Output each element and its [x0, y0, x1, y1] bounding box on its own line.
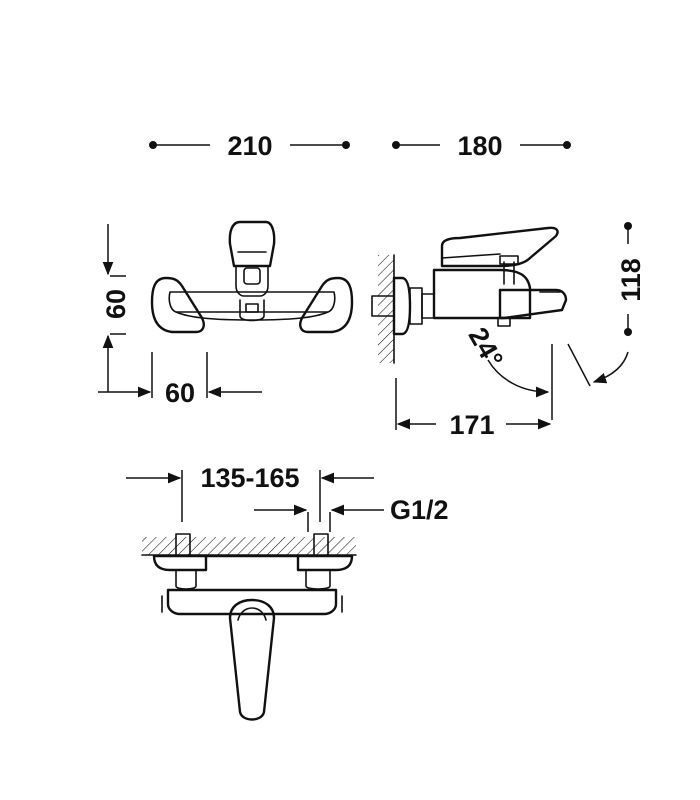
dimension-label-171: 171 [449, 410, 494, 440]
dimension-connection-thread: G1/2 [254, 495, 449, 532]
dimension-height-side: 118 [616, 222, 646, 336]
dimension-label-24-degrees: 24° [463, 322, 509, 372]
side-view [371, 226, 568, 364]
dimension-body-width-front: 60 [98, 352, 262, 408]
dimension-label-135-165: 135-165 [200, 463, 299, 493]
dimension-spout-reach: 171 [395, 378, 552, 440]
dimension-label-60-vertical: 60 [101, 289, 131, 319]
dimension-label-210: 210 [227, 131, 272, 161]
front-view [150, 220, 354, 334]
dimension-label-g1-2: G1/2 [390, 495, 449, 525]
dimension-depth-side: 180 [392, 131, 571, 161]
dimension-label-180: 180 [457, 131, 502, 161]
dimension-height-front: 60 [101, 224, 131, 392]
dimension-spout-angle: 24° [463, 322, 629, 420]
dimension-center-distance: 135-165 [126, 463, 374, 522]
plan-view [141, 533, 357, 721]
dimension-label-60-horizontal: 60 [165, 378, 195, 408]
dimension-label-118: 118 [616, 258, 646, 302]
dimension-width-front: 210 [149, 131, 350, 161]
